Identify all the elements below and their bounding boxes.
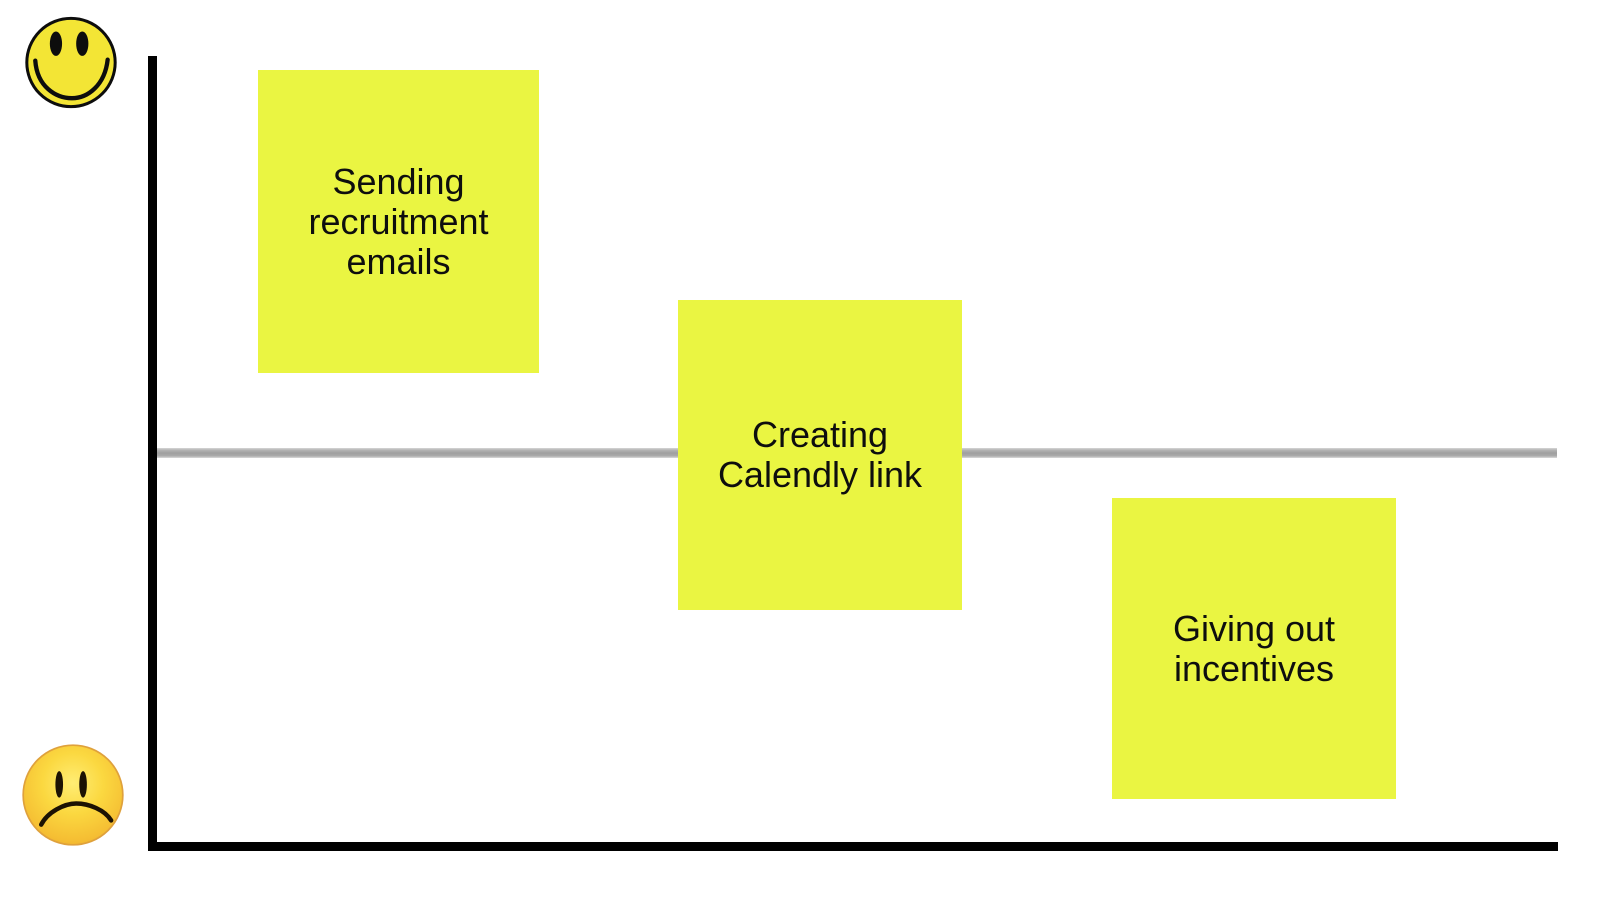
sticky-note-sending-recruitment-emails[interactable]: Sending recruitment emails	[258, 70, 539, 373]
sad-face-icon	[22, 744, 124, 846]
happy-face-circle	[25, 16, 117, 109]
sticky-note-creating-calendly-link[interactable]: Creating Calendly link	[678, 300, 962, 610]
sticky-note-giving-out-incentives[interactable]: Giving out incentives	[1112, 498, 1396, 799]
sticky-note-text: Creating Calendly link	[717, 414, 923, 495]
sticky-note-text: Sending recruitment emails	[308, 160, 489, 282]
x-axis-line	[148, 842, 1558, 851]
y-axis-line	[148, 56, 157, 851]
sticky-note-text: Giving out incentives	[1172, 607, 1336, 689]
happy-face-icon	[25, 16, 117, 109]
sad-face-circle	[22, 744, 124, 846]
